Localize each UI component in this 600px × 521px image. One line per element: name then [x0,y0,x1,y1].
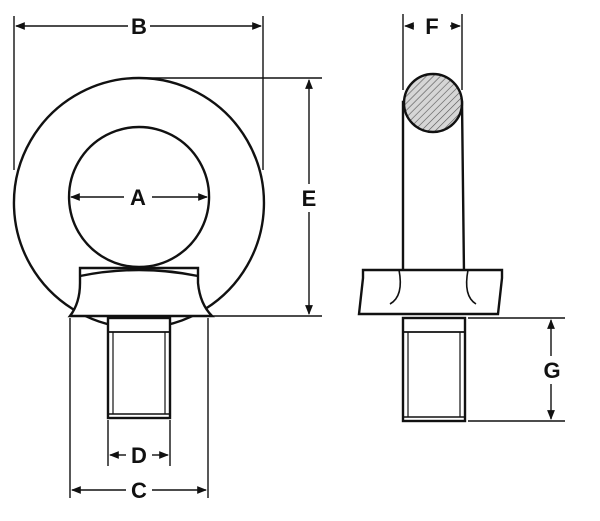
label-b: B [131,14,147,39]
front-dimensions [13,16,322,498]
side-dimensions [402,14,565,422]
label-g: G [543,358,560,383]
label-c: C [131,478,147,503]
front-view [12,76,266,420]
label-e: E [302,186,317,211]
label-a: A [130,185,146,210]
ring-cross-section [402,72,464,134]
threaded-shank [106,316,172,420]
side-flange [357,268,504,316]
collar-top-edge [79,268,199,278]
side-flange-inner [389,269,477,305]
side-threaded-shank [401,316,467,423]
label-f: F [425,14,438,39]
label-d: D [131,443,147,468]
side-view [357,100,504,423]
